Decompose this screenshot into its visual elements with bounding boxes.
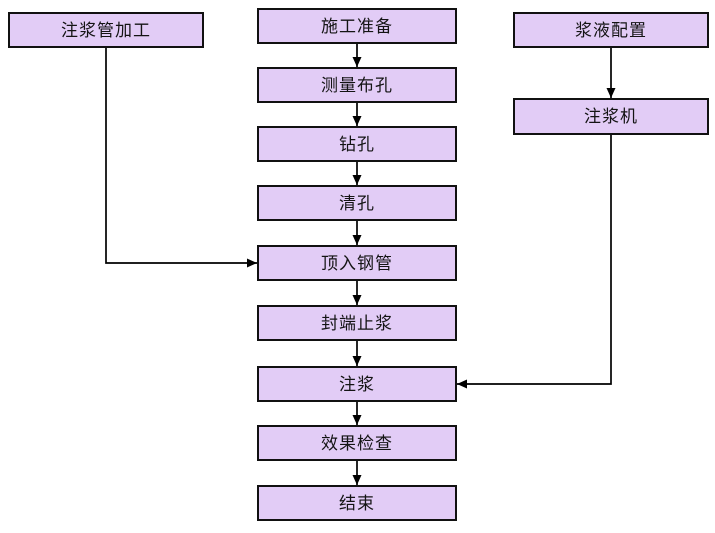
node-end: 结束 xyxy=(257,485,457,521)
node-drilling: 钻孔 xyxy=(257,126,457,162)
node-effect-inspection: 效果检查 xyxy=(257,425,457,461)
node-jack-in-steel-pipe: 顶入钢管 xyxy=(257,245,457,281)
connector-machine-to-grout xyxy=(457,135,612,389)
node-grouting-pipe-fabrication: 注浆管加工 xyxy=(8,12,204,48)
node-hole-cleaning: 清孔 xyxy=(257,185,457,221)
connector-pipe-fab-to-jack xyxy=(105,48,257,268)
node-construction-preparation: 施工准备 xyxy=(257,8,457,44)
node-end-seal-grout-stop: 封端止浆 xyxy=(257,305,457,341)
node-slurry-preparation: 浆液配置 xyxy=(513,12,709,48)
node-grouting-machine: 注浆机 xyxy=(513,98,709,135)
node-survey-hole-layout: 测量布孔 xyxy=(257,67,457,103)
node-grouting: 注浆 xyxy=(257,366,457,402)
